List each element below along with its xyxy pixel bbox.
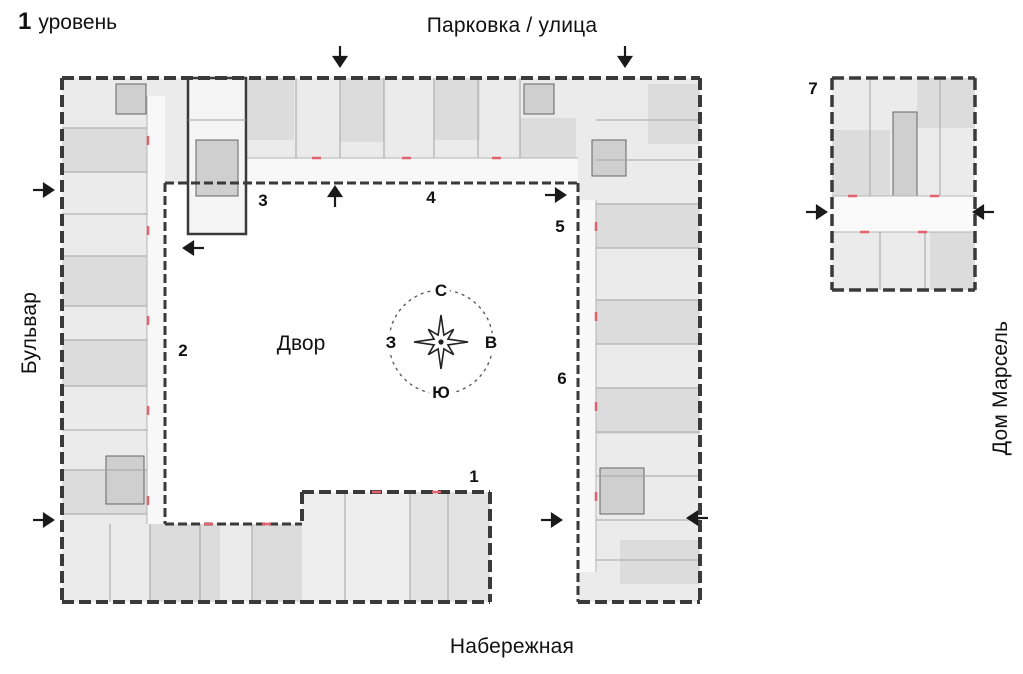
section-label-6: 6 <box>557 369 567 388</box>
compass-rose <box>388 289 494 395</box>
street-label-top: Парковка / улица <box>426 14 598 37</box>
section-label-5: 5 <box>555 217 565 236</box>
street-label-bottom: Набережная <box>449 635 575 658</box>
compass-west-label: З <box>382 333 400 353</box>
compass-east-label: В <box>481 333 501 353</box>
entrance-arrow-left-icon <box>686 509 708 527</box>
top-wing <box>165 76 578 236</box>
entrance-arrow-down-icon <box>616 46 634 68</box>
section-7-block <box>832 78 975 290</box>
entrance-arrow-right-icon <box>541 511 563 529</box>
entrance-arrow-right-icon <box>806 203 828 221</box>
section-label-3: 3 <box>258 191 268 210</box>
entrance-arrow-left-icon <box>972 203 994 221</box>
level-text: уровень <box>38 11 118 34</box>
entrance-arrow-right-icon <box>545 186 567 204</box>
entrance-arrows <box>33 46 994 529</box>
section-label-7: 7 <box>808 79 818 98</box>
level-number: 1 <box>18 8 32 35</box>
bottom-wing <box>62 524 302 602</box>
courtyard-label: Двор <box>276 332 326 355</box>
right-wing <box>578 78 700 602</box>
door-marks <box>146 136 939 526</box>
entrance-arrow-right-icon <box>33 511 55 529</box>
compass-north-label: С <box>431 281 451 301</box>
entrance-arrow-right-icon <box>33 181 55 199</box>
street-label-left: Бульвар <box>18 291 41 375</box>
section-label-2: 2 <box>178 341 188 360</box>
street-label-right: Дом Марсель <box>989 320 1012 456</box>
section-1-block <box>302 492 490 602</box>
entrance-arrow-up-icon <box>326 185 344 207</box>
walls <box>60 76 977 604</box>
entrance-arrow-down-icon <box>331 46 349 68</box>
section-label-4: 4 <box>426 188 436 207</box>
compass-south-label: Ю <box>429 383 453 403</box>
page-title: 1 уровень <box>18 8 117 36</box>
left-wing <box>62 78 165 602</box>
section-label-1: 1 <box>469 467 479 486</box>
entrance-arrow-left-icon <box>182 239 204 257</box>
